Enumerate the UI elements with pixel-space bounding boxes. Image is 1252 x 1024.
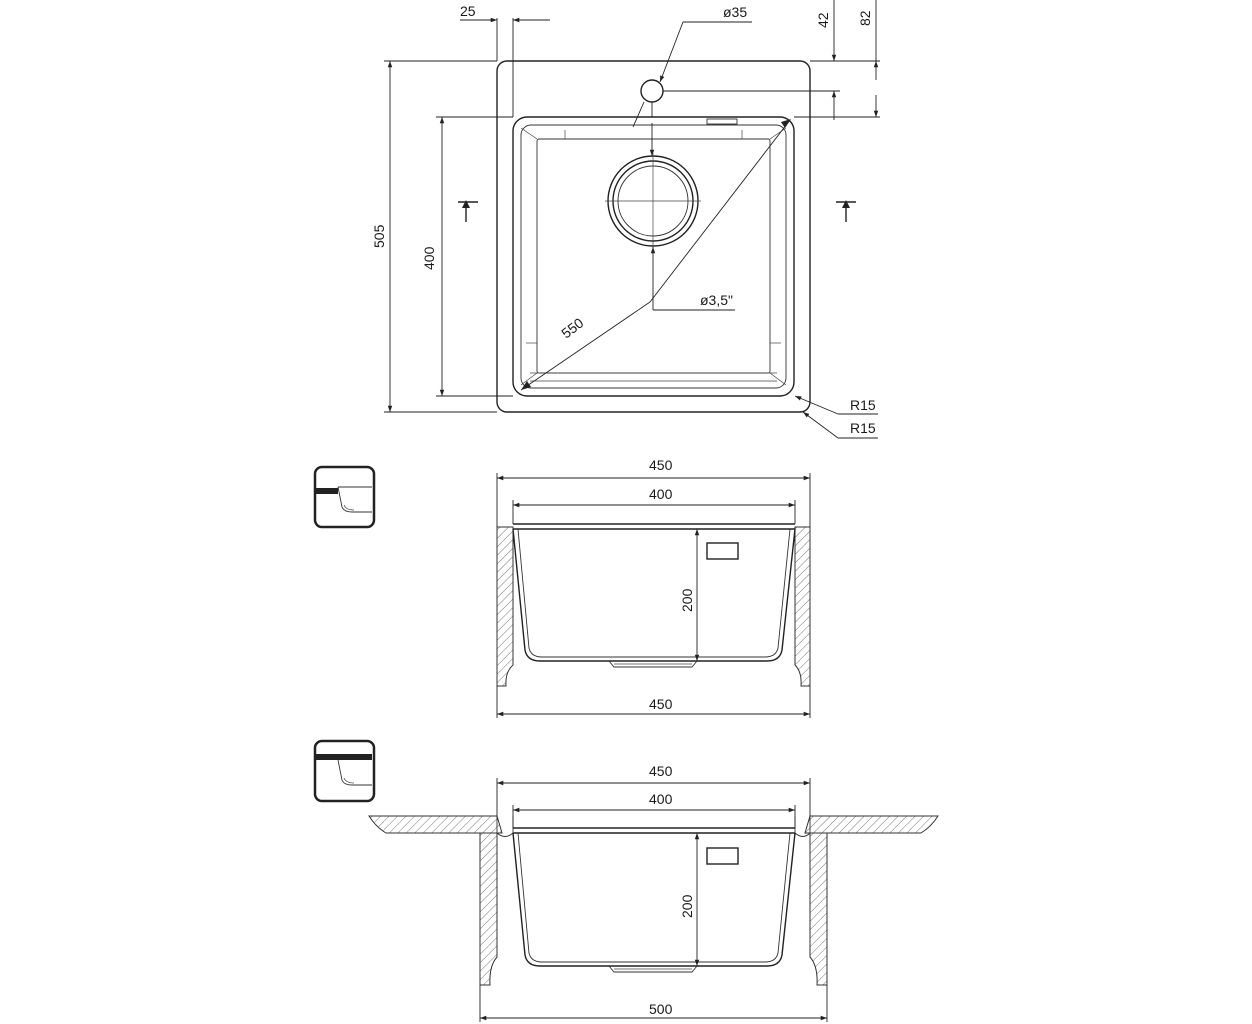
countertop-right: [804, 815, 939, 834]
flush-install-icon: [313, 739, 376, 803]
dim-inner-height-label: 400: [421, 246, 437, 270]
sink-outer-outline: [496, 60, 811, 413]
section-undermount: 450 400 200 450: [496, 457, 811, 718]
dim-outer-height-label: 505: [371, 224, 387, 248]
dim-radius-inner-label: R15: [850, 420, 876, 436]
section2-dim-top-inner: 400: [649, 791, 673, 807]
section1-dim-bottom: 450: [649, 696, 673, 712]
section1-dim-top-inner: 400: [649, 486, 673, 502]
dim-drain-label: ø3,5": [700, 292, 733, 308]
section2-dim-bottom: 500: [649, 1001, 673, 1017]
overflow-slot: [706, 118, 738, 125]
overflow-slot-section: [706, 542, 739, 560]
section1-dim-depth: 200: [679, 588, 695, 612]
countertop-left: [368, 815, 503, 834]
bowl-outline-inner: [520, 124, 787, 389]
dim-radius-outer-label: R15: [850, 397, 876, 413]
section-flush: 450 400 200 500: [368, 763, 939, 1022]
section-marker-right: [836, 200, 856, 222]
undermount-install-icon: [313, 465, 376, 529]
cabinet-wall-right-2: [809, 832, 828, 986]
dim-flange-label: 25: [460, 3, 476, 19]
bowl-profile: [512, 528, 796, 662]
section2-dim-depth: 200: [679, 894, 695, 918]
tap-hole: [640, 79, 664, 103]
cabinet-wall-right: [794, 526, 811, 687]
section2-dim-top-outer: 450: [649, 763, 673, 779]
section1-dim-top-outer: 450: [649, 457, 673, 473]
bowl-profile-2: [512, 832, 796, 967]
dim-82-label: 82: [857, 10, 873, 26]
overflow-slot-section-2: [706, 847, 739, 865]
dim-diagonal-label: 550: [558, 314, 586, 341]
top-view: 25 ø35 42 82 505 400: [371, 0, 880, 439]
dim-tap-hole-label: ø35: [723, 4, 747, 20]
dim-42-label: 42: [815, 12, 831, 28]
cabinet-wall-left: [496, 526, 514, 687]
cabinet-wall-left-2: [479, 832, 498, 986]
bowl-outline-outer: [512, 116, 795, 397]
section-marker-left: [458, 200, 478, 222]
drain-outlet: [605, 153, 701, 249]
